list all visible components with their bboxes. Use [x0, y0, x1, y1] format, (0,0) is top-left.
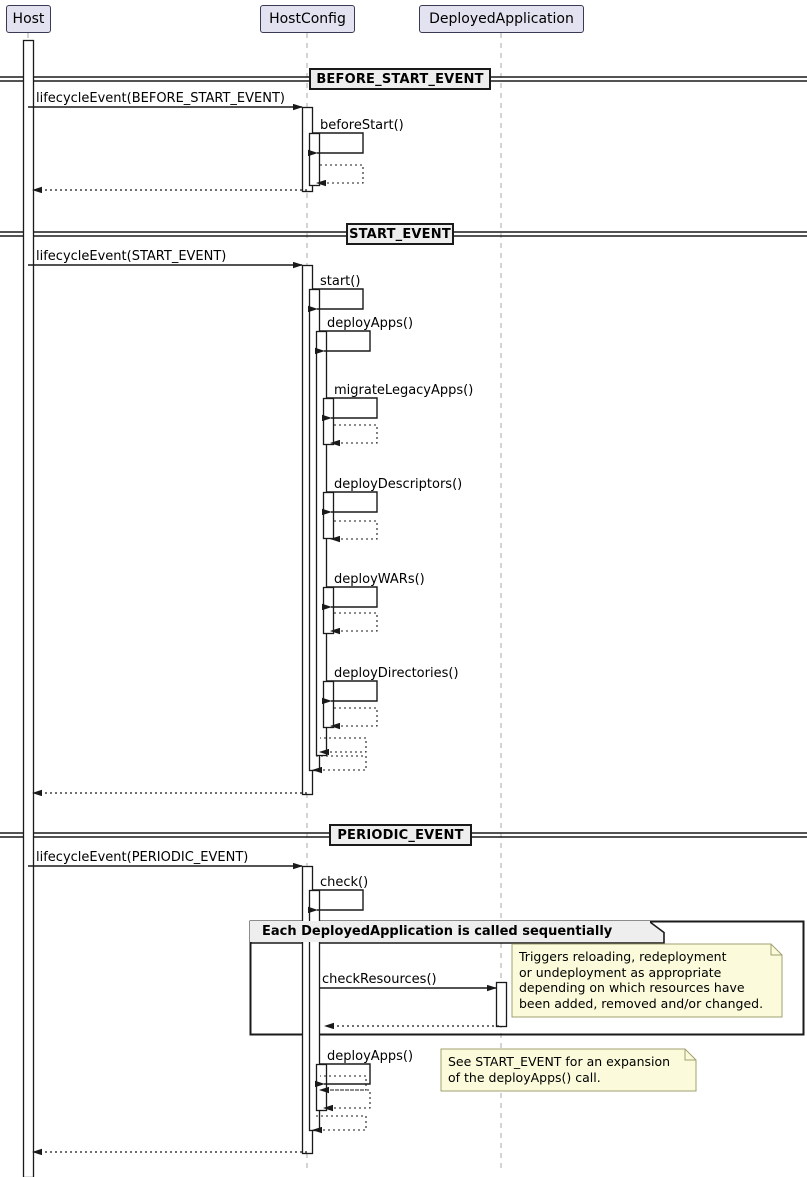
participant-label: DeployedApplication	[429, 11, 574, 27]
message-self-return-deploydirectories	[330, 707, 378, 730]
message-nested-return-3	[312, 1115, 367, 1134]
divider-before-start-event: BEFORE_START_EVENT	[309, 68, 491, 90]
divider-label-text: PERIODIC_EVENT	[337, 827, 464, 843]
message-label-beforestart: beforeStart()	[320, 118, 404, 133]
message-self-call-deploydirectories	[322, 680, 378, 705]
participant-deployedapplication[interactable]: DeployedApplication	[419, 5, 584, 33]
activation-bar-hostconfig-8	[322, 586, 335, 635]
activation-bar-hostconfig-2	[308, 132, 321, 187]
message-label-deployapps: deployApps()	[327, 316, 414, 331]
message-label-deploydirectories: deployDirectories()	[334, 666, 459, 681]
message-self-call-deployapps	[315, 1063, 371, 1088]
message-label-lifecycleevent-before-start-event: lifecycleEvent(BEFORE_START_EVENT)	[36, 91, 285, 106]
note-fold-1	[684, 1049, 696, 1061]
divider-periodic-event: PERIODIC_EVENT	[329, 824, 472, 846]
message-label-check: check()	[320, 875, 369, 890]
message-nested-return-1	[312, 755, 367, 774]
activation-bar-deployedapplication-13	[495, 981, 508, 1028]
activation-bar-hostconfig-12	[315, 1063, 328, 1112]
message-label-migratelegacyapps: migrateLegacyApps()	[334, 383, 474, 398]
note-fold-0	[770, 944, 782, 956]
message-self-return-beforestart	[316, 164, 364, 187]
divider-label-text: START_EVENT	[349, 226, 451, 242]
activation-bar-hostconfig-6	[322, 397, 335, 446]
message-self-return-deploydescriptors	[330, 520, 378, 543]
participant-label: HostConfig	[269, 11, 346, 27]
participant-label: Host	[12, 11, 45, 27]
message-label-start: start()	[320, 274, 361, 289]
divider-label-text: BEFORE_START_EVENT	[316, 71, 484, 87]
message-self-call-beforestart	[308, 132, 364, 157]
activation-bar-hostconfig-9	[322, 680, 335, 729]
note-0: Triggers reloading, redeployment or unde…	[519, 949, 764, 1011]
message-self-call-check	[308, 889, 364, 914]
message-label-deploywars: deployWARs()	[334, 572, 425, 587]
message-self-return-deployapps	[323, 1089, 371, 1112]
message-self-call-deployapps	[315, 330, 371, 355]
activation-bar-host-0	[22, 39, 35, 1177]
activation-bar-hostconfig-7	[322, 491, 335, 540]
note-1: See START_EVENT for an expansion of the …	[448, 1054, 671, 1085]
message-self-call-deploydescriptors	[322, 491, 378, 516]
message-label-lifecycleevent-periodic-event: lifecycleEvent(PERIODIC_EVENT)	[36, 850, 249, 865]
participant-host[interactable]: Host	[6, 5, 51, 33]
message-self-return-deploywars	[330, 612, 378, 635]
message-self-call-deploywars	[322, 586, 378, 611]
participant-hostconfig[interactable]: HostConfig	[260, 5, 355, 33]
note-shape-1	[440, 1048, 697, 1092]
message-label-deploydescriptors: deployDescriptors()	[334, 477, 463, 492]
note-shape-0	[511, 943, 783, 1018]
message-self-call-start	[308, 288, 364, 313]
message-self-call-migratelegacyapps	[322, 397, 378, 422]
loop-frame-label: Each DeployedApplication is called seque…	[250, 921, 650, 942]
message-label-lifecycleevent-start-event: lifecycleEvent(START_EVENT)	[36, 249, 227, 264]
message-self-return-migratelegacyapps	[330, 424, 378, 447]
message-label-checkresources: checkResources()	[322, 972, 437, 987]
message-label-deployapps: deployApps()	[327, 1049, 414, 1064]
divider-start-event: START_EVENT	[346, 223, 454, 245]
loop-frame-label-text: Each DeployedApplication is called seque…	[262, 924, 613, 939]
